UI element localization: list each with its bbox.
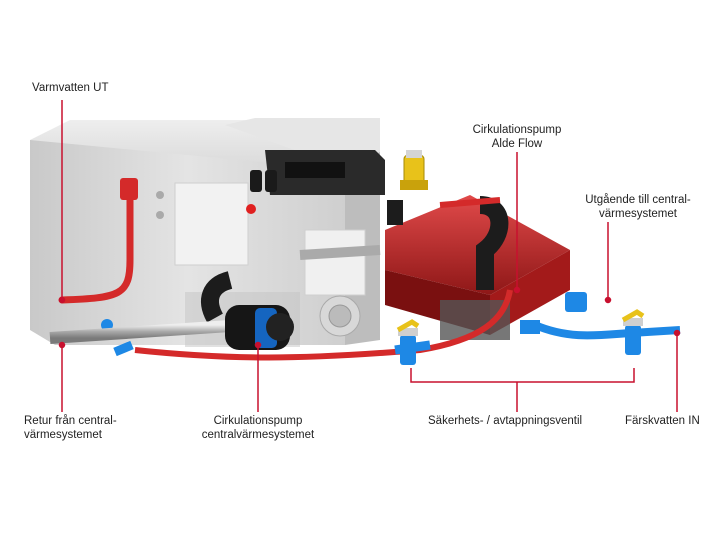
label-safety-valve: Säkerhets- / avtappningsventil — [428, 415, 583, 427]
hot-water-pipe — [58, 178, 138, 304]
label-cold-water-in: Färskvatten IN — [625, 415, 700, 427]
control-unit — [225, 118, 385, 195]
leader-dot-circ-pump-central — [254, 341, 262, 349]
leader-safety-valve — [410, 368, 635, 412]
leader-dot-outgoing-central — [604, 296, 612, 304]
leader-dot-hot-water-out — [58, 296, 66, 304]
return-loop-pipe — [134, 197, 513, 361]
leader-dot-cold-water-in — [673, 329, 681, 337]
label-outgoing-central: Utgående till central- värmesystemet — [585, 194, 691, 220]
black-pipe-network — [49, 196, 620, 344]
leader-dot-return-central — [58, 341, 66, 349]
alde-flow-pump — [400, 150, 428, 190]
label-circ-pump-central: Cirkulationspump centralvärmesystemet — [201, 415, 315, 441]
leader-dot-circ-pump-alde — [513, 286, 521, 294]
leader-lines — [58, 100, 681, 412]
central-circulation-pump — [225, 305, 294, 350]
label-circ-pump-alde-flow: Cirkulationspump Alde Flow — [472, 124, 562, 150]
label-hot-water-out: Varmvatten UT — [32, 82, 109, 94]
safety-valve-right — [621, 309, 645, 355]
safety-valve-left — [396, 319, 420, 365]
label-return-central: Retur från central- värmesystemet — [24, 415, 117, 441]
